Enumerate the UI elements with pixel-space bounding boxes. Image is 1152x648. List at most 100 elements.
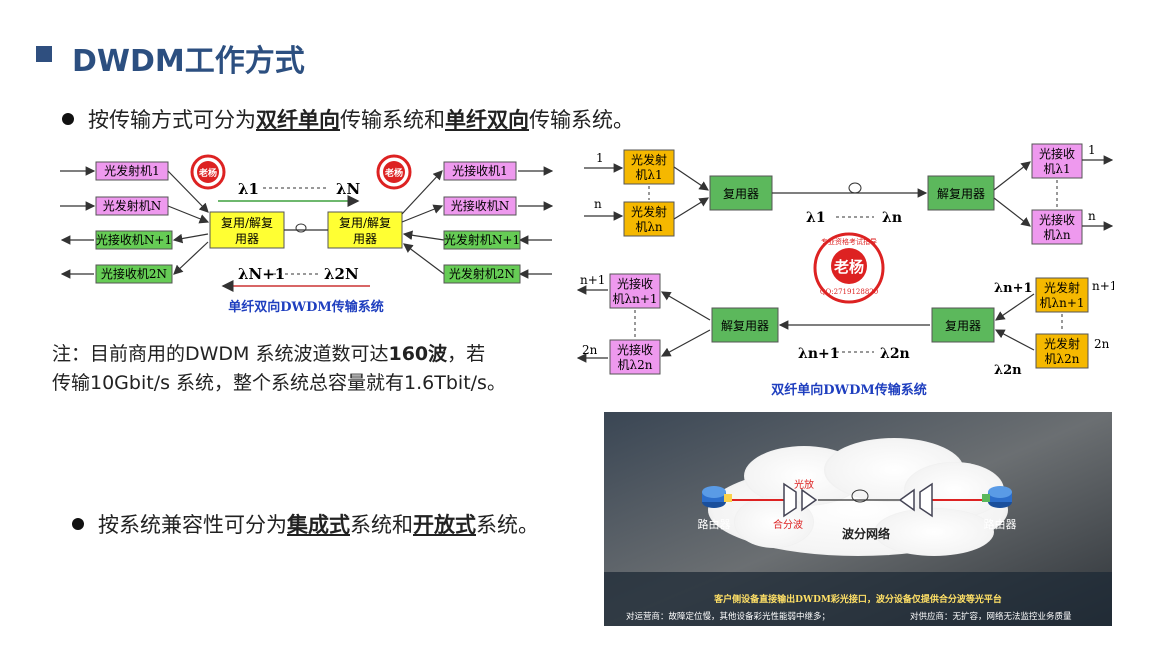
demux-label: 解复用器 (721, 319, 769, 333)
single-fiber-bidirectional-diagram: 光发射机1 光发射机N 光接收机N+1 光接收机2N 复用/解复 用器 复用/解… (60, 154, 554, 315)
tx-lambda2n-box (1035, 333, 1089, 369)
input-label: n+1 (1092, 279, 1114, 293)
stamp-icon: 老杨 (376, 154, 412, 190)
combiner-icon (783, 482, 818, 518)
bullet-text: 传输系统。 (529, 108, 634, 132)
tx-label: 机λ1 (635, 168, 662, 182)
mux-right-label-2: 用器 (353, 232, 377, 246)
demux-label: 解复用器 (937, 187, 985, 201)
stamp-ring-text: 专业资格考试指导 (821, 237, 877, 246)
bullet-text: 系统。 (476, 513, 539, 537)
rx-box-2n-label: 光接收机2N (101, 266, 167, 281)
mux-right-label-1: 复用/解复 (339, 216, 391, 230)
double-fiber-unidirectional-diagram: 1 n 光发射 机λ1 光发射 机λn 复用器 λ1 λn 解复用器 光接收 机… (576, 143, 1114, 398)
note-text: 传输10Gbit/s 系统，整个系统总容量就有1.6Tbit/s。 (52, 372, 506, 394)
splitter-icon (898, 482, 933, 518)
rx-box-n-label: 光接收机N (451, 198, 510, 213)
bullet-emphasis: 开放式 (413, 513, 476, 537)
tx-label: 光发射 (631, 204, 667, 219)
lambda-label: λ1 (806, 210, 826, 226)
illustration-caption: 对运营商：故障定位慢，其他设备彩光性能弱中继多； (626, 611, 830, 622)
mux-left-label-1: 复用/解复 (221, 216, 273, 230)
combiner-label: 合分波 (773, 518, 803, 531)
diagram-caption: 单纤双向DWDM传输系统 (228, 299, 384, 315)
output-label: 2n (582, 343, 598, 357)
lambda-label: λ2n (994, 363, 1022, 378)
stamp-qq-text: QQ:2719128820 (820, 288, 878, 296)
tx-label: 光发射 (1044, 336, 1080, 351)
lambda-label: λn (882, 210, 902, 226)
bullet-emphasis: 双纤单向 (256, 108, 340, 132)
fiber-loop-icon (851, 489, 869, 503)
illustration-caption: 客户侧设备直接输出DWDM彩光接口，波分设备仅提供合分波等光平台 (713, 593, 1002, 605)
bullet-text: 按传输方式可分为 (88, 108, 256, 132)
tx-lambda1-box (623, 149, 675, 185)
amplifier-label: 光放 (794, 478, 814, 491)
input-label: n (594, 197, 602, 211)
illustration-caption: 对供应商：无扩容，网络无法监控业务质量 (910, 611, 1072, 622)
rx-label: 机λ1 (1043, 162, 1070, 176)
mux-top (709, 175, 773, 211)
tx-box-n1 (443, 230, 521, 250)
rx-label: 光接收 (617, 276, 653, 291)
lambda-label: λ1 (238, 180, 259, 198)
rx-box-1-label: 光接收机1 (452, 163, 508, 178)
output-label: n+1 (580, 273, 605, 287)
diagram-caption: 双纤单向DWDM传输系统 (771, 382, 927, 398)
stamp-text: 老杨 (384, 167, 403, 179)
tx-label: 光发射 (1044, 280, 1080, 295)
note-text: ，若 (447, 343, 486, 365)
rx-lambda1-box (1031, 143, 1083, 179)
input-label: 1 (596, 151, 604, 165)
bullet-text: 传输系统和 (340, 108, 445, 132)
cloud-icon (708, 438, 1008, 556)
stamp-text: 老杨 (833, 258, 864, 276)
rx-box-n (443, 196, 517, 216)
bullet-dot-icon (62, 113, 74, 125)
rx-label: 光接收 (1039, 146, 1075, 161)
tx-lambdan1-box (1035, 277, 1089, 313)
lambda-label: λN (336, 180, 361, 198)
demux-top (927, 175, 995, 211)
tx-label: 机λn (635, 220, 663, 234)
tx-label: 光发射 (631, 152, 667, 167)
bullet-dot-icon (72, 518, 84, 530)
output-label: n (1088, 209, 1096, 223)
rx-lambdan-box (1031, 209, 1083, 245)
rx-box-1 (443, 161, 517, 181)
tx-box-2n-label: 光发射机2N (449, 266, 515, 281)
output-label: 1 (1088, 143, 1096, 157)
bullet-text: 按系统兼容性可分为 (98, 513, 287, 537)
tx-box-n-label: 光发射机N (103, 198, 162, 213)
rx-box-n1-label: 光接收机N+1 (96, 232, 172, 247)
mux-bottom (931, 307, 995, 343)
mux-left-label-2: 用器 (235, 232, 259, 246)
lambda-label: λn+1 (994, 281, 1033, 296)
note-text: 注：目前商用的DWDM 系统波道数可达 (52, 343, 389, 365)
cloud-label: 波分网络 (842, 526, 890, 541)
rx-lambdan1-box (609, 273, 661, 309)
mux-label: 复用器 (945, 319, 981, 333)
tx-label: 机λ2n (1045, 352, 1080, 366)
mux-demux-left (209, 211, 285, 249)
lambda-label: λN+1 (238, 265, 285, 283)
rx-box-2n (95, 264, 173, 284)
fiber-loop-icon (848, 182, 862, 194)
rx-box-n1 (95, 230, 173, 250)
bullet-compatibility: 按系统兼容性可分为集成式系统和开放式系统。 (72, 509, 539, 539)
input-label: 2n (1094, 337, 1110, 351)
lambda-label: λn+1 (798, 346, 839, 362)
rx-label: 光接收 (1039, 212, 1075, 227)
tx-box-2n (443, 264, 521, 284)
stamp-icon: 老杨 专业资格考试指导 QQ:2719128820 (813, 232, 885, 304)
bullet-emphasis: 单纤双向 (445, 108, 529, 132)
tx-box-n1-label: 光发射机N+1 (444, 232, 520, 247)
bullet-transmission-mode: 按传输方式可分为双纤单向传输系统和单纤双向传输系统。 (62, 104, 634, 134)
demux-bottom (711, 307, 779, 343)
title-square-icon (36, 46, 52, 62)
router-icon (982, 486, 1012, 508)
fiber-loop-icon (295, 223, 307, 233)
bullet-emphasis: 集成式 (287, 513, 350, 537)
page-title: DWDM工作方式 (72, 44, 305, 79)
rx-lambda2n-box (609, 339, 661, 375)
